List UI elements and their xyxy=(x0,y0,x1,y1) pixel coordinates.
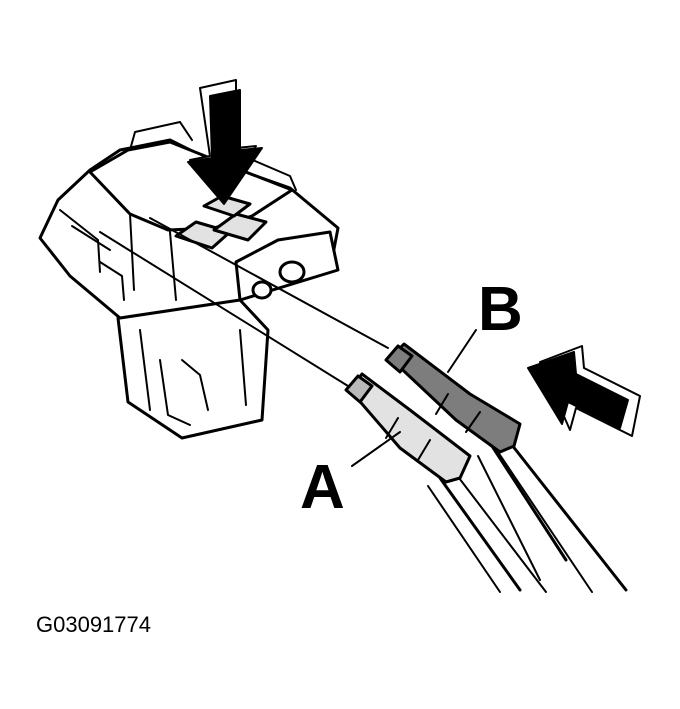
leader-line-b xyxy=(447,329,477,373)
press-arrow-icon xyxy=(187,79,263,205)
label-b: B xyxy=(478,275,523,344)
leader-line-a xyxy=(351,431,401,467)
pin-a xyxy=(344,372,547,593)
alignment-lines xyxy=(99,217,389,387)
insert-arrow-icon xyxy=(527,345,641,437)
label-a: A xyxy=(300,453,345,522)
connector-housing xyxy=(38,121,340,440)
pin-b xyxy=(384,342,628,593)
figure-code: G03091774 xyxy=(36,612,151,637)
